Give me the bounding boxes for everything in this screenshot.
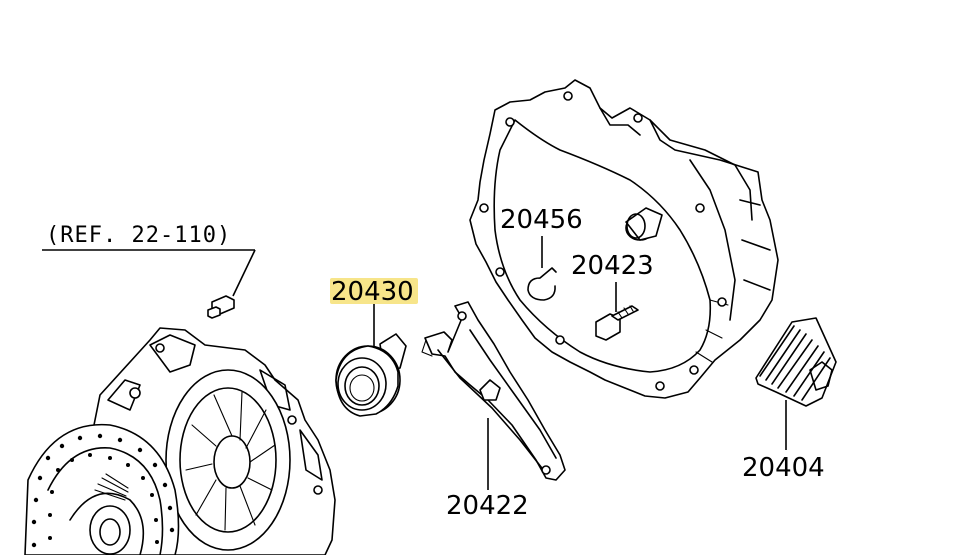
clutch-disc-drawing: [24, 423, 180, 555]
release-bearing-drawing: [335, 333, 407, 417]
reference-label[interactable]: (REF. 22-110): [46, 223, 231, 248]
part-number-20456[interactable]: 20456: [500, 205, 583, 235]
dowel-pin-drawing: [207, 295, 235, 319]
part-number-20430[interactable]: 20430: [331, 277, 414, 307]
callout-20404[interactable]: 20404: [742, 400, 825, 483]
dust-boot-drawing: [755, 317, 837, 407]
clutch-housing-drawing: [469, 79, 779, 399]
callout-20422[interactable]: 20422: [446, 418, 529, 521]
reference-leader-line: [232, 249, 256, 297]
part-number-20404[interactable]: 20404: [742, 453, 825, 483]
release-fork-drawing: [421, 301, 566, 481]
part-number-20423[interactable]: 20423: [571, 251, 654, 281]
bolt-drawing: [595, 305, 639, 341]
reference-callout[interactable]: (REF. 22-110): [42, 223, 256, 319]
spring-clip-drawing: [527, 267, 557, 301]
callout-20423[interactable]: 20423: [571, 251, 654, 312]
callout-20456[interactable]: 20456: [500, 205, 583, 268]
part-number-20422[interactable]: 20422: [446, 491, 529, 521]
highlight-box-20430: [330, 278, 418, 304]
callout-20430[interactable]: 20430: [330, 277, 418, 348]
